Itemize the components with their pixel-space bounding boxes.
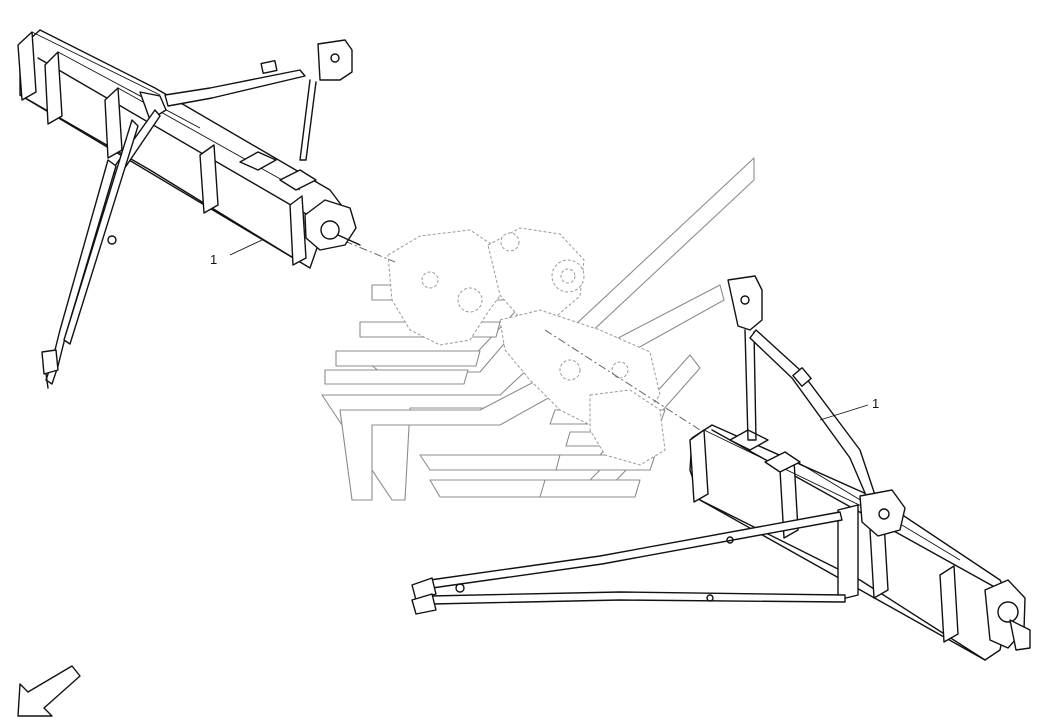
callout-leader-left [229, 239, 263, 256]
callout-leader-right [819, 404, 869, 421]
callout-label-left: 1 [210, 252, 217, 267]
central-gearbox-ghost [387, 227, 666, 466]
right-auger-assembly [411, 275, 1031, 661]
arrow-down-left-icon [17, 665, 81, 717]
left-auger-assembly [17, 29, 361, 389]
centerline-right [544, 329, 701, 431]
callout-label-right: 1 [872, 396, 879, 411]
